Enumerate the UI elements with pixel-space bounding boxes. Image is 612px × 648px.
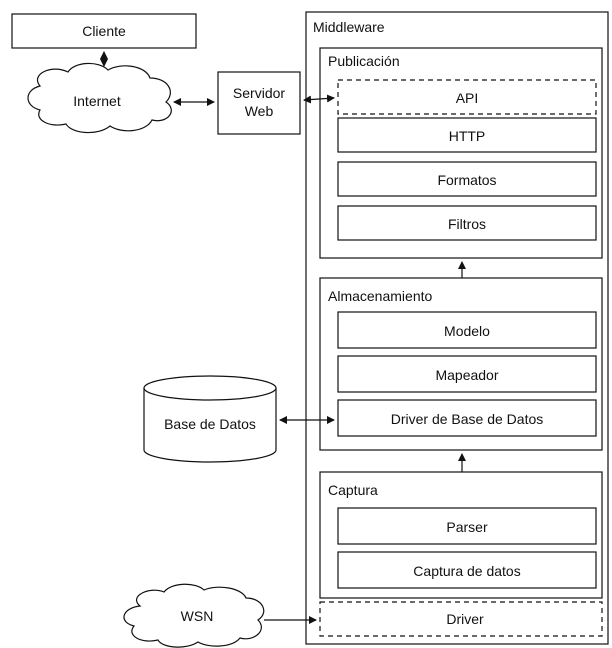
almacenamiento-section: Almacenamiento Modelo Mapeador Driver de… (319, 277, 603, 451)
wsn-cloud: WSN (123, 583, 265, 648)
driver-label: Driver (446, 611, 484, 627)
cliente-label: Cliente (82, 23, 126, 39)
http-box (337, 117, 597, 153)
parser-box (337, 507, 597, 545)
mapeador-box (337, 355, 597, 393)
arrow-servidor-api (303, 94, 335, 104)
servidor-web-node: Servidor Web (217, 71, 301, 135)
base-de-datos-label: Base de Datos (164, 416, 256, 432)
cliente-node: Cliente (11, 13, 197, 49)
http-label: HTTP (449, 128, 486, 144)
captura-datos-label: Captura de datos (413, 563, 520, 579)
modelo-label: Modelo (444, 323, 490, 339)
api-box (337, 79, 597, 115)
captura-datos-box (337, 551, 597, 589)
wsn-label: WSN (181, 608, 214, 624)
almacenamiento-title: Almacenamiento (328, 288, 432, 304)
middleware-title: Middleware (313, 19, 385, 35)
internet-label: Internet (73, 93, 121, 109)
servidor-web-label-line1: Servidor (233, 85, 285, 101)
filtros-label: Filtros (448, 216, 486, 232)
internet-cloud: Internet (27, 62, 172, 134)
base-de-datos-cylinder: Base de Datos (143, 375, 277, 463)
driver-section: Driver (319, 601, 603, 637)
captura-title: Captura (328, 482, 378, 498)
formatos-box (337, 161, 597, 197)
driver-bd-label: Driver de Base de Datos (391, 411, 544, 427)
parser-label: Parser (446, 519, 488, 535)
formatos-label: Formatos (437, 172, 496, 188)
publicacion-title: Publicación (328, 53, 400, 69)
modelo-box (337, 311, 597, 349)
captura-section: Captura Parser Captura de datos (319, 471, 603, 599)
driver-bd-box (337, 399, 597, 437)
filtros-box (337, 205, 597, 241)
api-label: API (456, 90, 479, 106)
mapeador-label: Mapeador (435, 367, 498, 383)
publicacion-section: Publicación API HTTP Formatos Filtros (319, 47, 603, 259)
servidor-web-label-line2: Web (245, 103, 274, 119)
